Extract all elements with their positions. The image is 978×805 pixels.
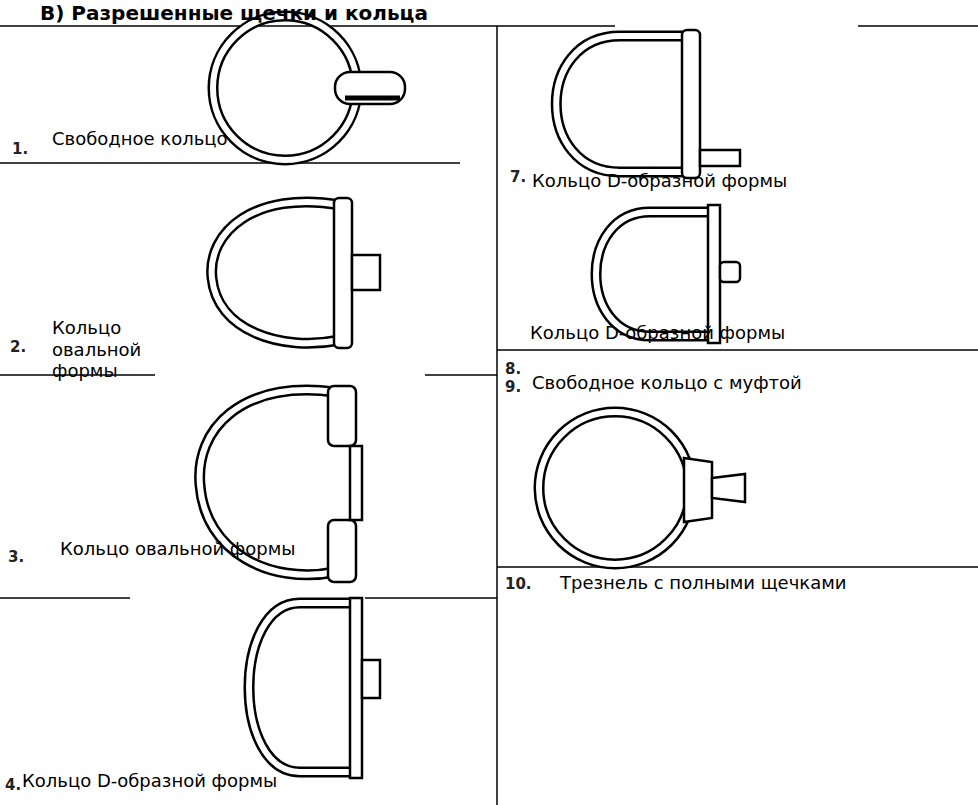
- oval-ring: [212, 198, 380, 348]
- callout-number: 4.: [5, 776, 21, 794]
- callout-number: 9.: [505, 378, 521, 396]
- ring-caption: Кольцо овальной формы: [52, 317, 182, 382]
- ring-caption: Кольцо D-образной формы: [22, 770, 277, 792]
- callout-number: 8.: [505, 360, 521, 378]
- d-ring: [249, 598, 380, 778]
- callout-number: 1.: [12, 140, 28, 158]
- callout-number: 2.: [10, 338, 26, 356]
- callout-number: 10.: [505, 575, 532, 593]
- ring-caption: Кольцо овальной формы: [60, 538, 295, 560]
- table-lines: [0, 26, 978, 805]
- loose-ring: [213, 16, 405, 160]
- ring-caption: Кольцо D-образной формы: [532, 170, 787, 192]
- ring-caption: Свободное кольцо: [52, 128, 228, 150]
- section-title: В) Разрешенные щечки и кольца: [40, 2, 428, 24]
- d-ring: [556, 30, 740, 178]
- ring-caption: Кольцо D-образной формы: [530, 322, 785, 344]
- ring-caption: Свободное кольцо с муфтой: [532, 372, 802, 394]
- loose-ring-with-sleeve: [539, 412, 745, 564]
- callout-number: 3.: [8, 548, 24, 566]
- ring-caption: Трезнель с полными щечками: [560, 572, 846, 594]
- callout-number: 7.: [510, 168, 526, 186]
